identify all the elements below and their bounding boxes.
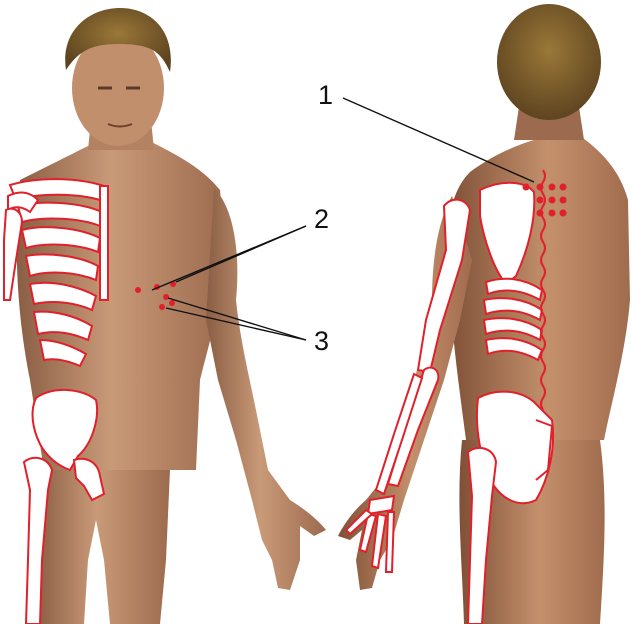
trigger-point — [169, 300, 175, 306]
trigger-point — [135, 287, 141, 293]
callout-label-3: 3 — [314, 326, 329, 356]
trigger-point — [537, 210, 544, 217]
back-arm-bones — [346, 200, 470, 572]
trigger-point — [549, 197, 556, 204]
trigger-point — [560, 184, 567, 191]
callout-label-2: 2 — [314, 204, 329, 234]
trigger-point — [159, 304, 165, 310]
front-arm — [206, 188, 326, 590]
trigger-point — [523, 184, 530, 191]
trigger-point — [560, 210, 567, 217]
back-figure — [338, 4, 630, 624]
front-figure — [4, 8, 326, 624]
back-head — [497, 4, 601, 120]
trigger-point — [549, 184, 556, 191]
trigger-point — [560, 197, 567, 204]
trigger-point — [537, 184, 544, 191]
callout-label-1: 1 — [318, 80, 333, 110]
leader-line-1 — [343, 98, 534, 182]
trigger-point — [549, 210, 556, 217]
trigger-point — [163, 294, 169, 300]
trigger-point — [537, 197, 544, 204]
